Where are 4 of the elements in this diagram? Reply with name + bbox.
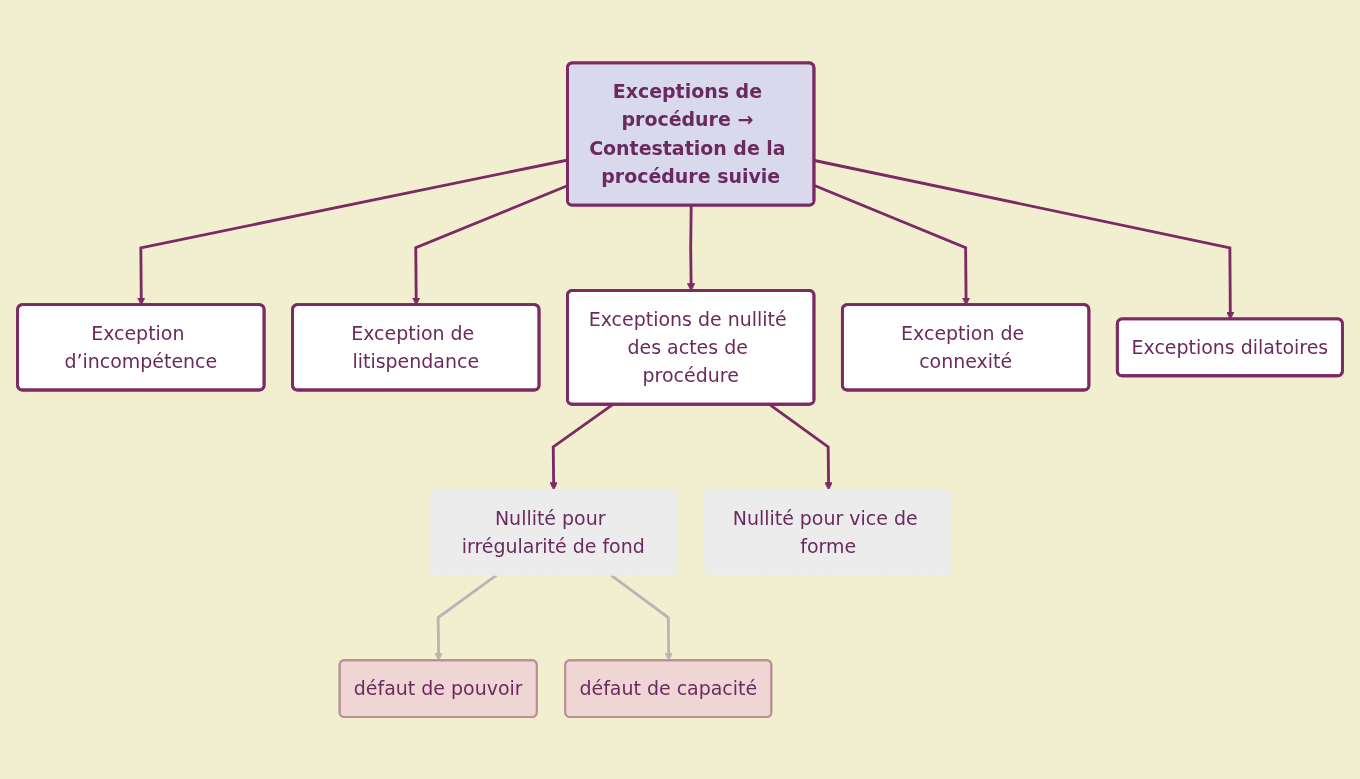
arrow: [610, 573, 673, 661]
arrow: [768, 403, 833, 490]
arrow: [434, 573, 497, 661]
arrow: [549, 403, 614, 490]
